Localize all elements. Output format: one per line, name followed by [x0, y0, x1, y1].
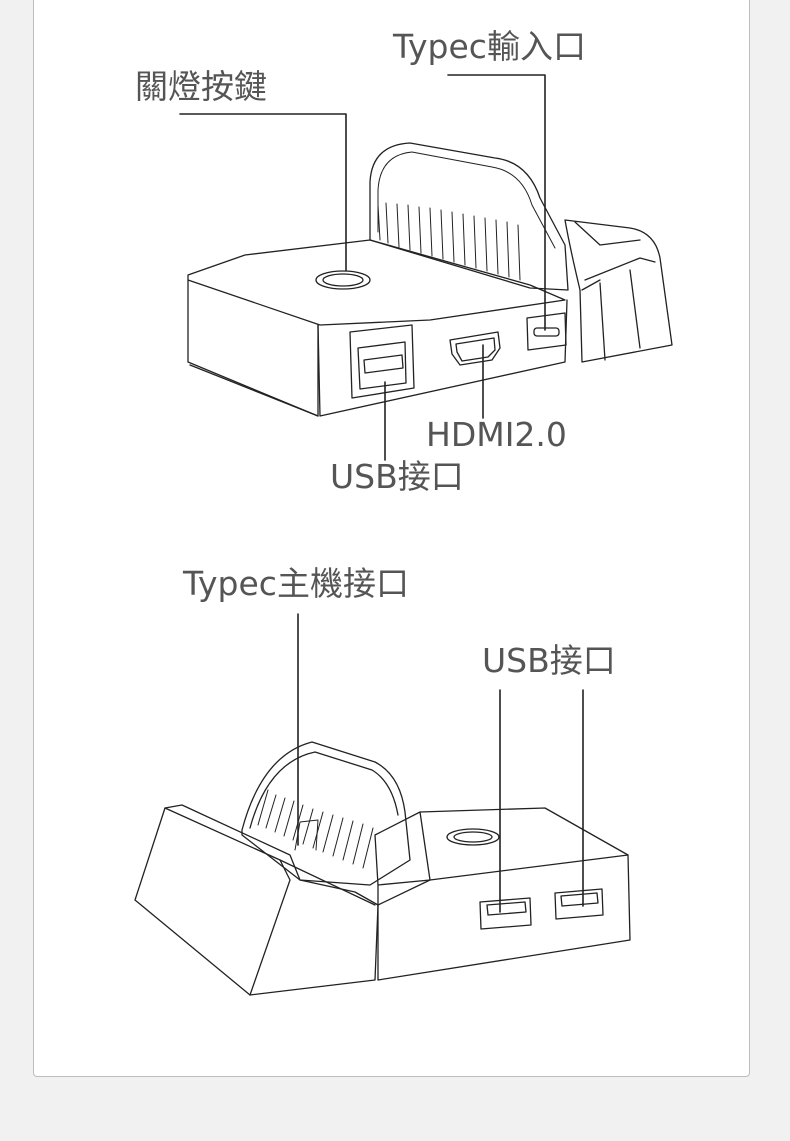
- bottom-dock-illustration: [134, 741, 631, 996]
- top-power-button: [315, 270, 371, 290]
- leader-typec-input: [447, 74, 546, 331]
- top-body-front: [187, 279, 319, 417]
- label-usb-top: USB接口: [330, 457, 464, 496]
- bottom-body-front: [377, 854, 631, 981]
- top-body-top: [187, 239, 566, 326]
- top-back-stand: [369, 142, 569, 291]
- label-typec-input: Typec輸入口: [393, 27, 586, 66]
- label-usb-bottom: USB接口: [482, 641, 616, 680]
- top-right-cradle: [564, 219, 673, 363]
- top-back-ribs: [377, 202, 521, 281]
- top-dock-illustration: [187, 142, 673, 417]
- top-leader-lines: [179, 74, 546, 461]
- top-usb-port: [349, 324, 415, 399]
- leader-power: [179, 113, 347, 271]
- top-typec-port: [526, 312, 567, 351]
- bottom-front-lip: [134, 804, 379, 996]
- label-power-button: 關燈按鍵: [135, 67, 267, 106]
- bottom-body-top: [374, 807, 629, 886]
- top-hdmi-port: [449, 331, 501, 366]
- bottom-back-stand: [241, 741, 411, 886]
- bottom-power-button: [446, 828, 500, 846]
- bottom-usb-port-1: [479, 897, 532, 930]
- bottom-leader-lines: [297, 613, 584, 913]
- diagram-panel: [33, 0, 750, 1077]
- bottom-back-ribs: [257, 789, 374, 869]
- label-hdmi: HDMI2.0: [426, 415, 567, 454]
- bottom-usb-port-2: [554, 888, 604, 920]
- label-typec-host: Typec主機接口: [183, 564, 409, 603]
